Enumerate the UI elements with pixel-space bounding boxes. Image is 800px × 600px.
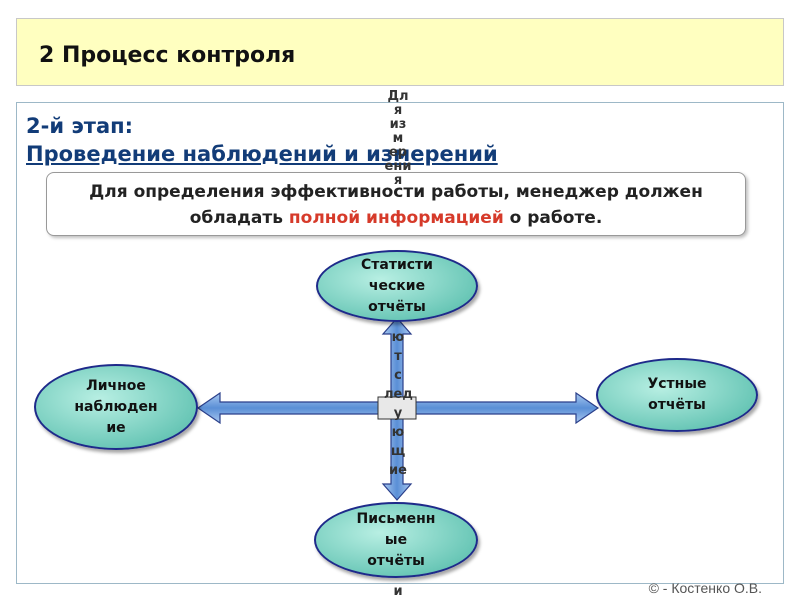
overlay-text-middle: ю т с лед у ю щ ие [384, 330, 413, 478]
node-oral-reports-label: Устные отчёты [647, 376, 707, 413]
overlay-text-upper: Дл я из м ер ени я [384, 89, 412, 188]
title-bar: 2 Процесс контроля [16, 18, 784, 86]
node-oral-reports: Устные отчёты [596, 358, 758, 432]
overlay-text-bottom: и [393, 584, 403, 599]
center-junction-box [377, 396, 417, 420]
node-statistical-reports-label: Статисти ческие отчёты [361, 256, 433, 315]
info-box: Для определения эффективности работы, ме… [46, 172, 746, 236]
copyright-footer: © - Костенко О.В. [648, 580, 762, 596]
node-personal-observation-label: Личное наблюден ие [74, 377, 158, 436]
node-written-reports: Письменн ые отчёты [314, 502, 478, 578]
node-personal-observation: Личное наблюден ие [34, 364, 198, 450]
info-text-after: о работе. [503, 208, 603, 228]
info-highlight: полной информацией [288, 208, 504, 228]
stage-title: Проведение наблюдений и измерений [26, 142, 498, 166]
node-statistical-reports: Статисти ческие отчёты [316, 250, 478, 322]
node-written-reports-label: Письменн ые отчёты [356, 510, 436, 569]
stage-label: 2-й этап: [26, 114, 134, 138]
info-text-before: Для определения эффективности работы, ме… [89, 182, 703, 228]
page-title: 2 Процесс контроля [39, 43, 296, 68]
